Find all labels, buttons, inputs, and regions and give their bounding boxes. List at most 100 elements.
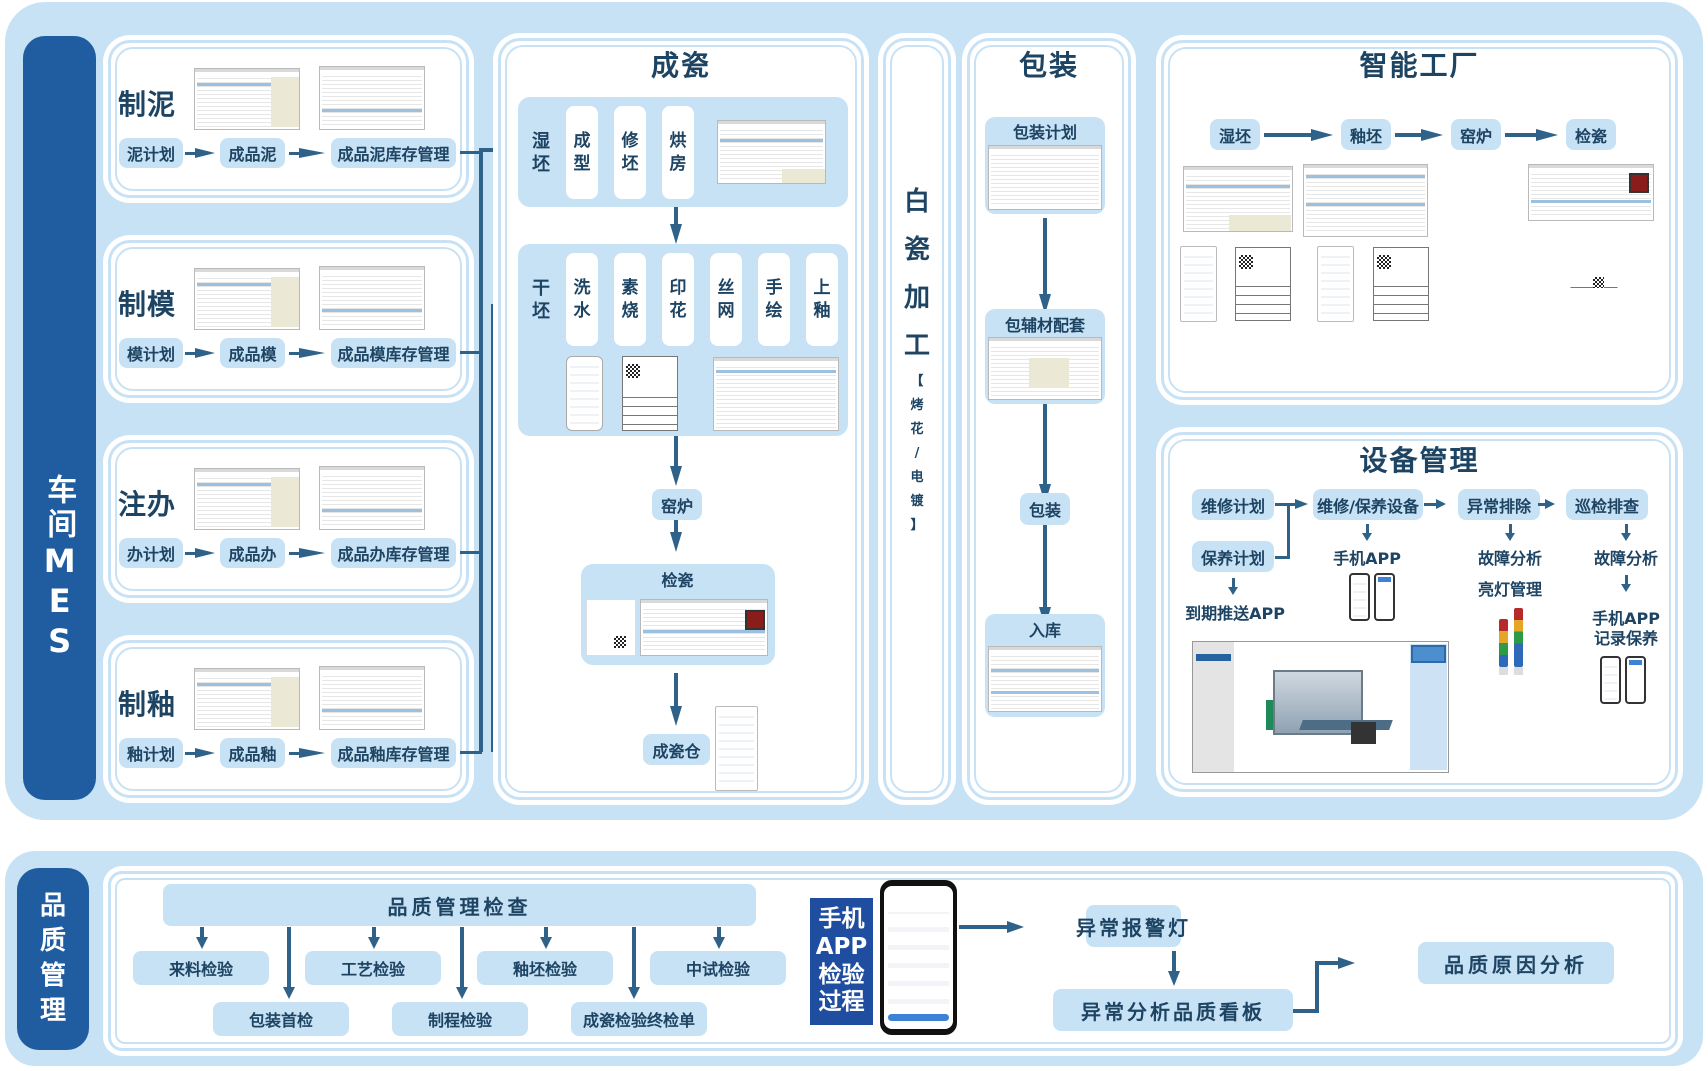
mes-product-node: 成品模 <box>220 338 285 368</box>
arrow-maintain-push <box>1228 587 1238 595</box>
white-porcelain-card <box>883 38 951 800</box>
quality-side-char: 质 <box>39 926 66 956</box>
connector-out <box>460 551 482 554</box>
arrow-fault-record-line <box>1625 575 1628 585</box>
arrow-device-app-line <box>1366 524 1369 534</box>
arrow-board-cause <box>1338 957 1355 969</box>
machine-3d-model <box>1261 660 1393 758</box>
equip-phone-d <box>1625 656 1646 704</box>
wp-title-char: 白 <box>903 187 930 217</box>
record-app-label-2: 记录保养 <box>1593 629 1658 648</box>
monitor-sidebar-active <box>1196 654 1231 661</box>
q-arrow-line <box>372 927 376 939</box>
merge-line-bottom <box>1275 556 1289 559</box>
connector-trunk <box>479 150 483 752</box>
arrow-line <box>185 352 197 355</box>
q-check-1: 工艺检验 <box>305 951 441 985</box>
sf-arrow-head <box>1536 129 1558 141</box>
sf-arrow-head <box>1311 129 1333 141</box>
dry-step-5: 上釉 <box>806 253 838 346</box>
arrow-exception-fault <box>1505 533 1515 541</box>
signal-tower-icon-2 <box>1514 608 1523 667</box>
arrow-material-to-pack-line <box>1043 404 1047 488</box>
mes-stock-node: 成品泥库存管理 <box>331 138 456 168</box>
pack-material-screenshot <box>988 337 1102 400</box>
quality-side-char: 管 <box>39 961 66 991</box>
sf-arrow-line <box>1505 133 1538 137</box>
step-char: 型 <box>573 153 591 174</box>
q-check-row2-1: 制程检验 <box>392 1002 528 1036</box>
step-char: 水 <box>573 300 591 321</box>
q-arrow-line <box>287 927 291 989</box>
warehouse-node: 成瓷仓 <box>643 734 710 765</box>
pack-plan-screenshot <box>988 145 1102 210</box>
arrow-line <box>289 152 301 155</box>
monitor-sidebar <box>1193 642 1234 772</box>
sf-arrow-head <box>1421 129 1443 141</box>
arrow-inspect-to-warehouse <box>670 706 682 726</box>
equip-phone-a <box>1349 573 1370 621</box>
q-arrow-line <box>460 927 464 989</box>
repair-plan-node: 维修计划 <box>1192 489 1274 520</box>
dry-step-0: 洗水 <box>566 253 598 346</box>
dry-step-2: 印花 <box>662 253 694 346</box>
wp-sub-char: 烤 <box>910 398 924 413</box>
sf-glaze-screenshot <box>1303 164 1428 237</box>
q-arrow-head <box>283 987 295 999</box>
q-arrow-head <box>456 987 468 999</box>
arrow-inspect-to-warehouse-line <box>674 673 678 710</box>
quality-side-label: 品质管理 <box>17 868 89 1050</box>
sf-arrow-line <box>1395 133 1423 137</box>
wet-step-1: 修坯 <box>614 106 646 199</box>
kiln-node: 窑炉 <box>652 489 702 520</box>
dry-phone-screenshot <box>566 356 603 431</box>
mes-line-title: 注办 <box>118 488 177 521</box>
light-mgmt-label: 亮灯管理 <box>1477 580 1542 599</box>
store-screenshot <box>988 646 1102 712</box>
mes-product-node: 成品办 <box>220 538 285 568</box>
wp-title-char: 瓷 <box>903 235 930 265</box>
ceramic-title: 成瓷 <box>650 49 711 82</box>
arrow-head <box>299 348 325 358</box>
arrow-to-maintain-device <box>1295 499 1308 509</box>
arrow-dry-to-kiln-line <box>674 436 678 470</box>
q-check-0: 来料检验 <box>133 951 269 985</box>
pack-plan-node: 包装计划 <box>1012 123 1077 142</box>
arrow-device-app <box>1362 533 1372 541</box>
mes-stock-screenshot <box>319 266 425 330</box>
arrow-line <box>185 752 197 755</box>
connector-out <box>460 351 482 354</box>
app-label-line: APP <box>815 933 868 960</box>
sf-card-2 <box>1373 247 1429 321</box>
mes-plan-screenshot <box>194 68 300 130</box>
mes-plan-node: 模计划 <box>119 338 183 368</box>
q-arrow-line <box>717 927 721 939</box>
mes-stock-screenshot <box>319 66 425 130</box>
machine-monitor-screen <box>1192 641 1449 773</box>
exception-node: 异常排除 <box>1458 489 1540 520</box>
packaging-title: 包装 <box>1018 49 1079 82</box>
step-char: 洗 <box>573 278 591 299</box>
arrow-wet-to-dry <box>670 224 682 244</box>
inspect-node: 检瓷 <box>661 571 694 590</box>
dry-label-char: 坯 <box>532 300 550 322</box>
q-check-2: 釉坯检验 <box>477 951 613 985</box>
mes-plan-node: 办计划 <box>119 538 183 568</box>
dry-step-4: 手绘 <box>758 253 790 346</box>
arrow-dry-to-kiln <box>670 466 682 486</box>
connector-out <box>460 751 482 754</box>
q-check-3: 中试检验 <box>650 951 786 985</box>
arrow-head <box>195 548 215 558</box>
q-check-row2-0: 包装首检 <box>213 1002 349 1036</box>
step-char: 釉 <box>813 300 831 321</box>
q-check-row2-2: 成瓷检验终检单 <box>571 1002 707 1036</box>
step-char: 房 <box>669 153 687 174</box>
mes-side-en: MES <box>40 542 79 662</box>
q-arrow-line <box>632 927 636 989</box>
mes-stock-node: 成品办库存管理 <box>331 538 456 568</box>
arrow-plan-to-material-line <box>1043 218 1047 298</box>
arrow-board-cause-h1 <box>1293 1009 1318 1013</box>
quality-header: 品质管理检查 <box>163 884 756 926</box>
arrow-fault-record <box>1621 584 1631 592</box>
